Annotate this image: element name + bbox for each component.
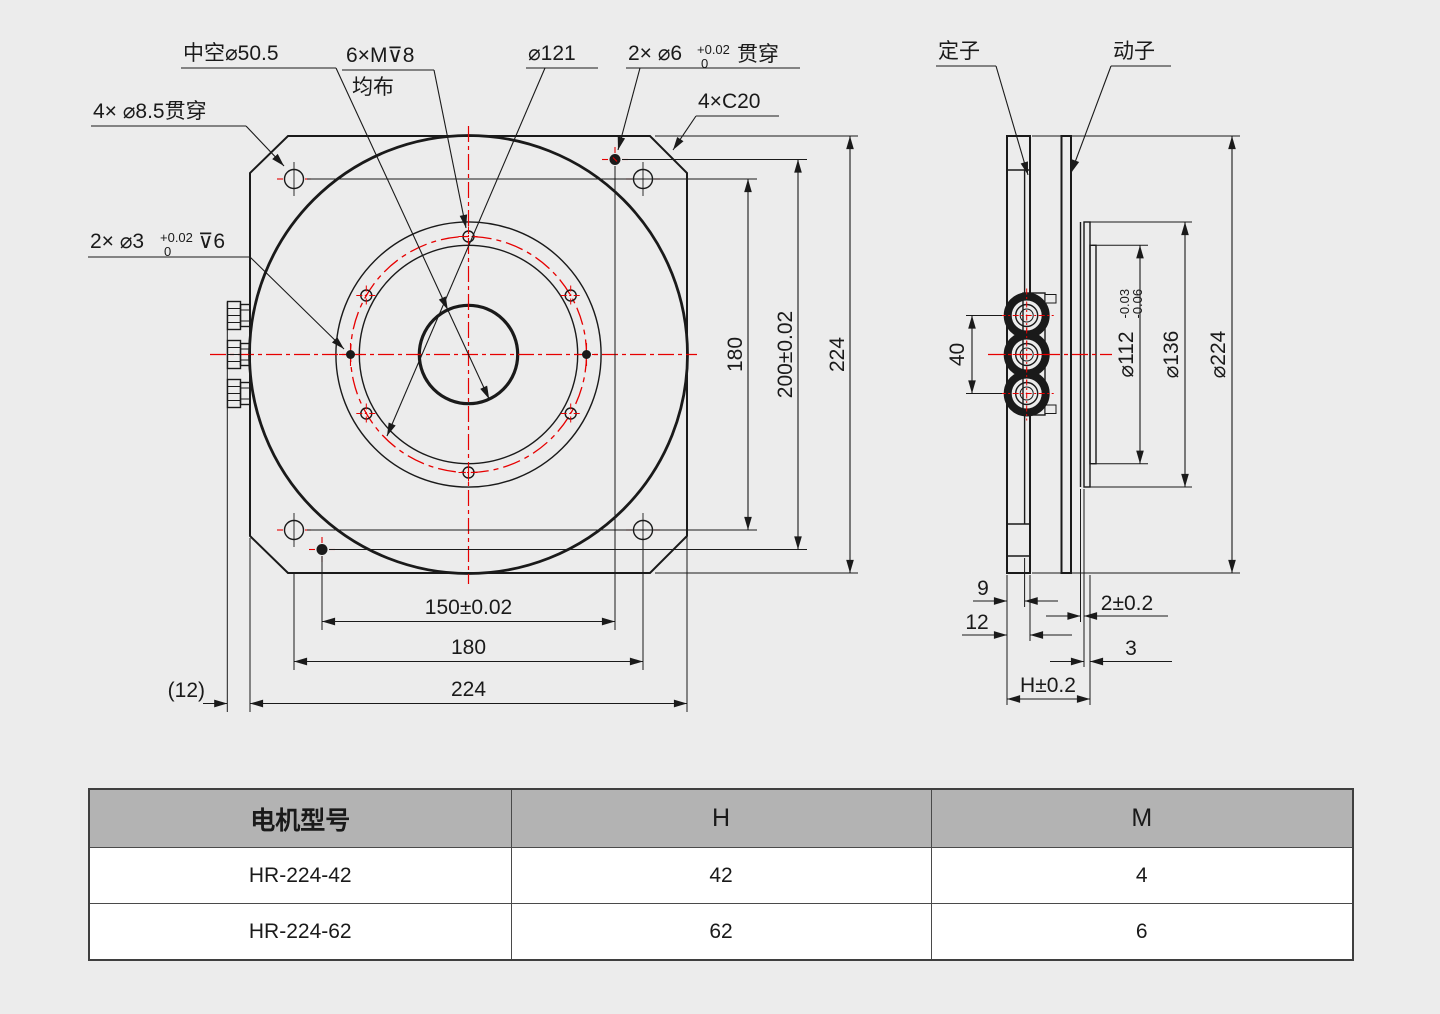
dim-depth-9: 9 bbox=[977, 577, 989, 600]
dim-depth-12: 12 bbox=[965, 611, 988, 634]
front-extension-lines bbox=[226, 135, 858, 712]
pin-holes-d3 bbox=[339, 343, 598, 366]
svg-text:中空⌀50.5: 中空⌀50.5 bbox=[183, 42, 279, 65]
spec-table-row: HR-224-62 62 6 bbox=[88, 903, 1354, 961]
header-motor-model: 电机型号 bbox=[88, 788, 512, 848]
svg-text:贯穿: 贯穿 bbox=[737, 43, 779, 66]
callout-bolt-circle: ⌀121 bbox=[386, 42, 598, 437]
svg-text:6×M⊽8: 6×M⊽8 bbox=[346, 44, 415, 67]
dim-horizontal-224: 224 bbox=[451, 678, 486, 701]
callout-tapped: 6×M⊽8 均布 bbox=[342, 44, 468, 229]
cell-model-2: HR-224-62 bbox=[88, 903, 512, 961]
callout-hollow: 中空⌀50.5 bbox=[181, 42, 490, 400]
front-view: 180 200±0.02 224 150±0.02 180 224 (12) 4… bbox=[88, 42, 858, 712]
svg-text:0: 0 bbox=[164, 244, 171, 259]
dim-dia-112-tol-lower: -0.06 bbox=[1130, 289, 1145, 319]
spec-table-header-row: 电机型号 H M bbox=[88, 788, 1354, 848]
callout-pin3: 2× ⌀3 +0.02 0 ⊽6 bbox=[88, 230, 345, 350]
svg-text:+0.02: +0.02 bbox=[697, 42, 730, 57]
svg-text:4× ⌀8.5贯穿: 4× ⌀8.5贯穿 bbox=[93, 100, 207, 123]
dim-dia-112: ⌀112 bbox=[1115, 331, 1138, 377]
front-right-dimensions: 180 200±0.02 224 bbox=[724, 136, 854, 573]
side-extension-lines bbox=[966, 135, 1240, 705]
technical-drawing: 180 200±0.02 224 150±0.02 180 224 (12) 4… bbox=[88, 40, 1240, 712]
side-view: 40 ⌀112 -0.03 -0.06 ⌀136 ⌀224 9 12 2±0.2 bbox=[936, 40, 1240, 705]
dim-horizontal-180: 180 bbox=[451, 636, 486, 659]
dim-air-gap: 2±0.2 bbox=[1101, 592, 1153, 615]
spec-table: 电机型号 H M HR-224-42 42 4 HR-224-62 62 6 bbox=[88, 788, 1354, 961]
dim-horizontal-150: 150±0.02 bbox=[425, 596, 512, 619]
side-diameter-dimensions: 40 ⌀112 -0.03 -0.06 ⌀136 ⌀224 bbox=[946, 136, 1236, 573]
svg-text:2× ⌀6: 2× ⌀6 bbox=[628, 42, 682, 65]
svg-text:⊽6: ⊽6 bbox=[198, 230, 225, 253]
dim-dia-112-tol-upper: -0.03 bbox=[1117, 289, 1132, 319]
side-bottom-dimensions: 9 12 2±0.2 3 H±0.2 bbox=[962, 577, 1172, 703]
dim-gland-spacing: 40 bbox=[946, 343, 969, 366]
header-h: H bbox=[510, 788, 932, 848]
callout-pin6: 2× ⌀6 +0.02 0 贯穿 bbox=[617, 42, 800, 151]
cell-m-2: 6 bbox=[930, 903, 1354, 961]
front-bottom-dimensions: 150±0.02 180 224 (12) bbox=[168, 596, 687, 708]
spec-table-row: HR-224-42 42 4 bbox=[88, 847, 1354, 904]
dim-plate-3: 3 bbox=[1125, 637, 1137, 660]
cell-h-1: 42 bbox=[510, 847, 932, 904]
callout-through-holes: 4× ⌀8.5贯穿 bbox=[91, 100, 285, 167]
svg-text:4×C20: 4×C20 bbox=[698, 90, 760, 113]
dim-vertical-224: 224 bbox=[826, 337, 849, 372]
dim-dia-224: ⌀224 bbox=[1207, 330, 1230, 378]
callout-stator: 定子 bbox=[936, 40, 1029, 176]
svg-text:⌀121: ⌀121 bbox=[528, 42, 576, 65]
tapped-holes bbox=[356, 226, 581, 483]
dim-vertical-200: 200±0.02 bbox=[774, 311, 797, 398]
dim-vertical-180: 180 bbox=[724, 337, 747, 372]
callout-chamfer: 4×C20 bbox=[672, 90, 779, 151]
dim-total-height: H±0.2 bbox=[1020, 674, 1076, 697]
svg-text:0: 0 bbox=[701, 56, 708, 71]
cell-model-1: HR-224-42 bbox=[88, 847, 512, 904]
cell-h-2: 62 bbox=[510, 903, 932, 961]
dim-dia-136: ⌀136 bbox=[1160, 331, 1183, 379]
svg-text:定子: 定子 bbox=[938, 40, 980, 63]
cell-m-1: 4 bbox=[930, 847, 1354, 904]
dim-connector-offset: (12) bbox=[168, 679, 205, 702]
svg-text:2× ⌀3: 2× ⌀3 bbox=[90, 230, 144, 253]
svg-text:动子: 动子 bbox=[1113, 40, 1155, 63]
svg-text:均布: 均布 bbox=[352, 76, 394, 99]
plate-outline bbox=[249, 135, 688, 574]
callout-mover: 动子 bbox=[1070, 40, 1171, 174]
svg-text:+0.02: +0.02 bbox=[160, 230, 193, 245]
header-m: M bbox=[930, 788, 1354, 848]
front-callouts: 4× ⌀8.5贯穿 中空⌀50.5 6×M⊽8 均布 ⌀121 bbox=[88, 42, 800, 437]
